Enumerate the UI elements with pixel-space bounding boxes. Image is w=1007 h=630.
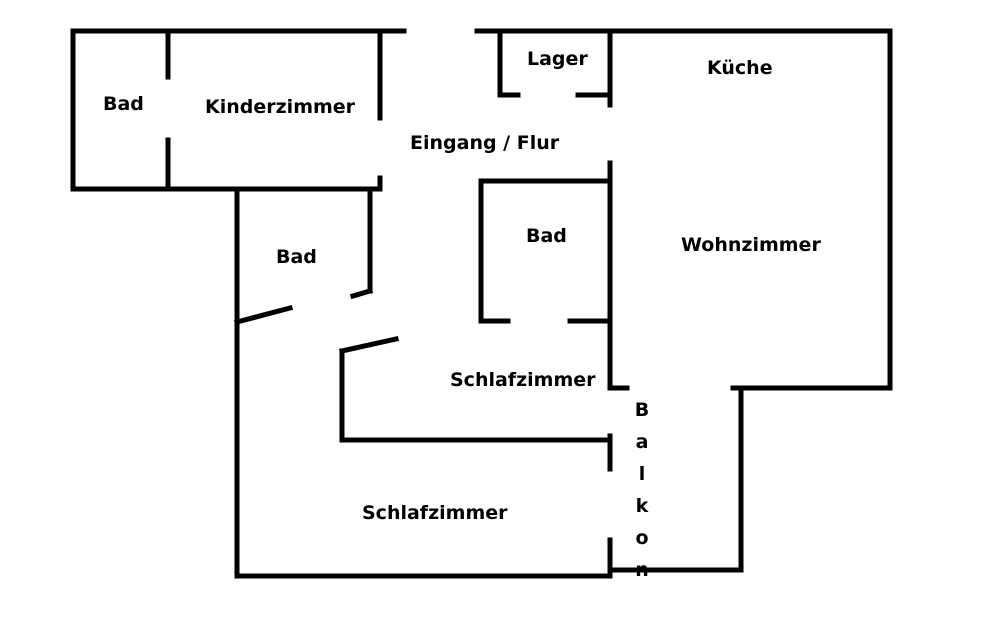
room-label-kinderzimmer: Kinderzimmer	[205, 96, 356, 118]
balkon-letter: n	[635, 559, 649, 581]
wall-bad-left-door-stub	[349, 287, 374, 300]
room-label-eingang-flur: Eingang / Flur	[410, 132, 560, 154]
room-label-lager: Lager	[527, 48, 588, 70]
balkon-letter: o	[635, 527, 649, 549]
room-label-wohnzimmer: Wohnzimmer	[681, 234, 821, 256]
room-label-balkon: B a l k o n	[633, 401, 651, 593]
room-label-kueche: Küche	[707, 57, 773, 79]
balkon-letter: B	[634, 399, 650, 421]
room-label-bad-middle-left: Bad	[276, 246, 317, 268]
wall-schlaf-upper-door	[339, 336, 399, 354]
room-label-schlafzimmer-upper: Schlafzimmer	[450, 369, 596, 391]
room-label-bad-left: Bad	[103, 93, 144, 115]
wall-bad-left-door	[233, 304, 294, 326]
room-label-bad-center: Bad	[526, 225, 567, 247]
balkon-letter: a	[635, 431, 649, 453]
room-label-schlafzimmer-lower: Schlafzimmer	[362, 502, 508, 524]
balkon-letter: l	[638, 463, 646, 485]
balkon-letter: k	[635, 495, 649, 517]
